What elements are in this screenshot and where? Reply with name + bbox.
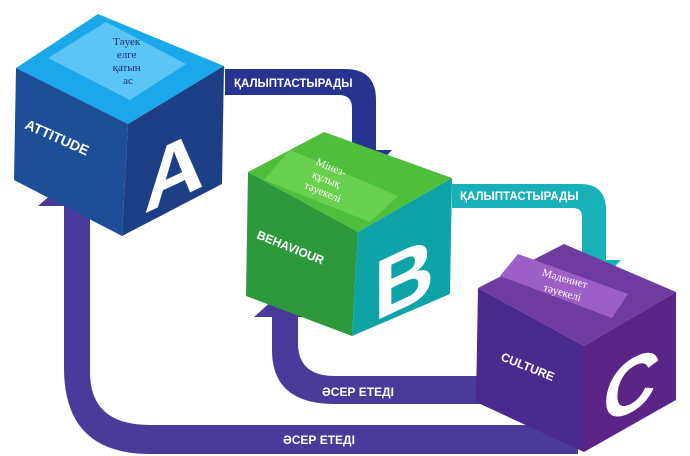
cube-a-left-face xyxy=(14,68,128,236)
cube-a-top-label-panel xyxy=(48,22,186,100)
arrow-c-to-a-body xyxy=(64,205,578,454)
arrow-c-to-b-label: ӘСЕР ЕТЕДІ xyxy=(322,385,394,399)
cube-c: Мәдениет тәуекелі CULTURE C xyxy=(476,244,676,452)
cube-a-top-label: Тәуек елге қатын ас xyxy=(113,36,144,87)
arrow-a-to-b-label: ҚАЛЫПТАСТЫРАДЫ xyxy=(234,78,353,90)
arrow-b-to-c-body xyxy=(452,184,606,262)
cube-b-top-label-panel xyxy=(264,150,398,222)
cube-b-right-face xyxy=(352,178,452,336)
cube-c-left-face xyxy=(476,288,584,452)
arrow-c-to-b-body xyxy=(272,316,500,404)
cube-b-left-face xyxy=(246,172,358,336)
cube-c-top-label-panel xyxy=(500,254,628,318)
cube-a-right-face xyxy=(122,66,224,236)
arrow-b-to-c-label: ҚАЛЫПТАСТЫРАДЫ xyxy=(460,191,579,203)
cube-c-right-face xyxy=(584,292,676,452)
arrow-a-to-b-body xyxy=(225,69,376,152)
cube-b: Мінез- құлық тәуекелі BEHAVIOUR B xyxy=(246,132,452,340)
arrow-c-to-a-label: ӘСЕР ЕТЕДІ xyxy=(283,433,355,447)
